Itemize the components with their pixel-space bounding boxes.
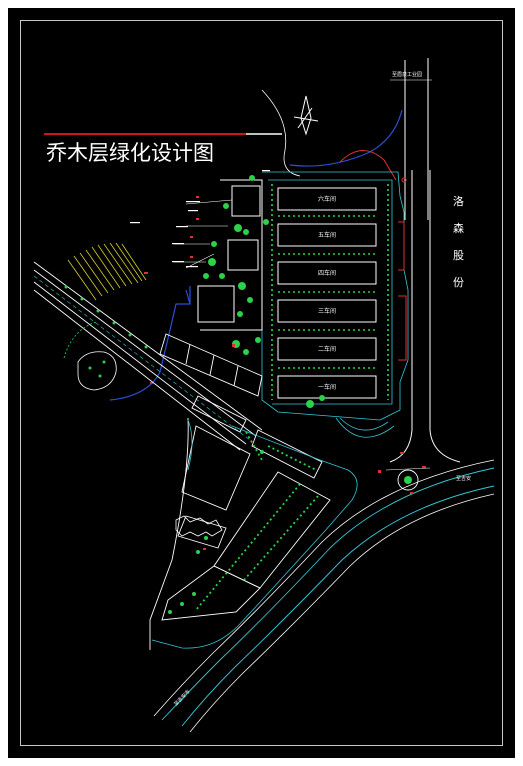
drawing-title: 乔木层绿化设计图 (46, 141, 214, 165)
building-label-2: 二车间 (318, 345, 336, 353)
drawing-border (20, 20, 503, 746)
building-label-6: 六车间 (318, 195, 336, 203)
gate-markers (378, 452, 426, 494)
stepped-building (175, 515, 223, 537)
office-trees (203, 175, 325, 408)
north-road (404, 58, 429, 220)
north-arrow-icon (293, 95, 319, 136)
building-6 (277, 187, 377, 211)
highway-trees (64, 285, 148, 349)
side-label-char-4: 份 (453, 276, 464, 289)
east-red-markers (398, 177, 407, 361)
water-pipes (109, 286, 191, 401)
plant-building-labels: 六车间 五车间 四车间 三车间 二车间 一车间 (318, 195, 336, 391)
south-boundary (151, 419, 358, 649)
leader-tick-texts (130, 170, 270, 268)
diagonal-highway (33, 261, 263, 451)
middle-strip-buildings (159, 333, 263, 433)
plant-tree-rows (271, 184, 389, 400)
building-1 (277, 375, 377, 399)
road-sign-south: 至吉安市 (172, 688, 191, 707)
road-sign-east: 至吉安 (456, 475, 471, 482)
building-2 (277, 337, 377, 361)
side-label-char-3: 股 (453, 249, 464, 262)
south-highway (161, 467, 495, 727)
plant-buildings (277, 187, 377, 399)
creek-north (289, 109, 403, 167)
south-highway-edges (153, 459, 495, 733)
east-road (389, 170, 461, 463)
highway-centerline (33, 275, 251, 441)
top-road-label: 至眉泉工业园 (392, 71, 422, 78)
building-3 (277, 299, 377, 323)
building-label-5: 五车间 (318, 231, 336, 239)
roundabout (385, 467, 431, 491)
building-label-1: 一车间 (318, 383, 336, 391)
side-label-char-1: 洛 (453, 194, 464, 208)
pond-outline (77, 351, 117, 391)
south-parcels (149, 417, 331, 650)
slope-hatch (67, 242, 147, 301)
building-4 (277, 261, 377, 285)
building-label-3: 三车间 (318, 307, 336, 315)
office-red-markers (144, 196, 235, 550)
south-tree-rows (195, 431, 319, 611)
building-5 (277, 223, 377, 247)
plant-area-outline (261, 171, 409, 438)
leader-lines (174, 199, 233, 269)
side-label-char-2: 森 (453, 221, 464, 235)
south-trees (168, 450, 264, 614)
boundary-red-north (339, 150, 397, 181)
office-cluster (197, 179, 263, 331)
pond-trees (88, 360, 106, 378)
building-label-4: 四车间 (318, 269, 336, 277)
site-boundary-north (261, 89, 301, 177)
pond-path (63, 321, 97, 359)
